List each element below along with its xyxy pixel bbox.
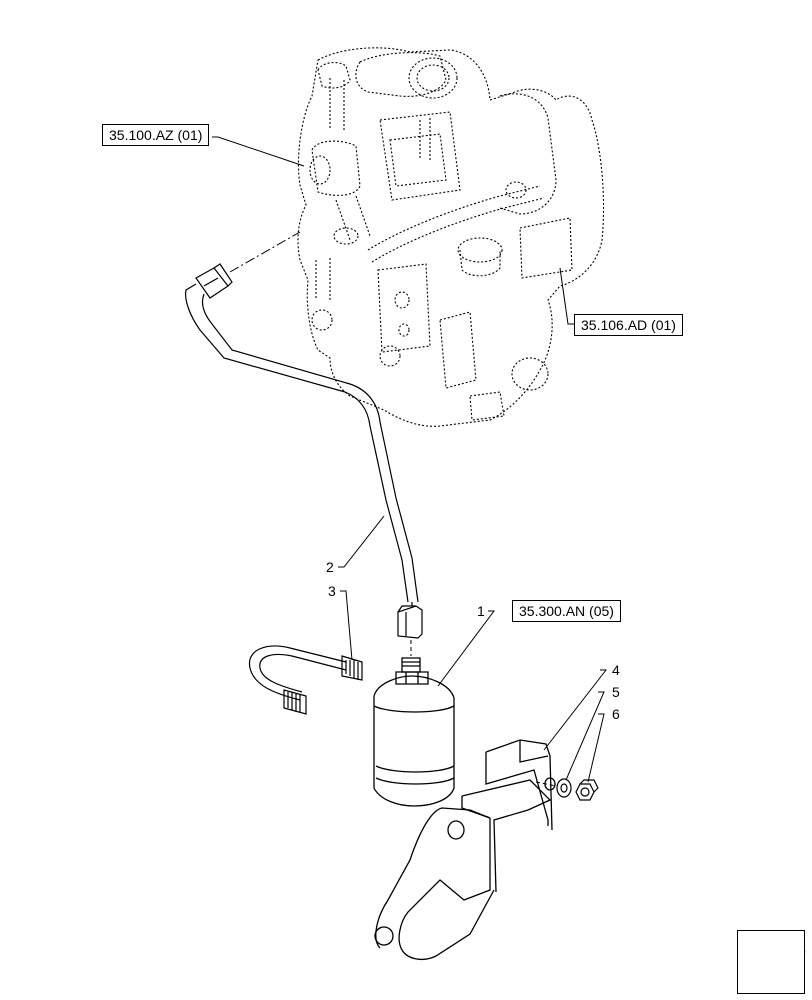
- callout-2: 2: [326, 559, 334, 575]
- connection-dashdot-line: [229, 231, 301, 273]
- u-bolt: [248, 645, 363, 715]
- callout-6: 6: [612, 706, 620, 722]
- reference-box-35-100-az[interactable]: 35.100.AZ (01): [102, 124, 210, 146]
- reference-box-35-300-an[interactable]: 35.300.AN (05): [512, 600, 621, 622]
- fastener-dash-line: [535, 781, 557, 787]
- washer: [556, 778, 572, 798]
- next-page-button[interactable]: [737, 930, 805, 994]
- callout-1: 1: [477, 603, 485, 619]
- callout-3: 3: [328, 583, 336, 599]
- hex-nut: [575, 779, 599, 801]
- leader-lines: [212, 136, 608, 783]
- fuel-pipe: [185, 263, 419, 603]
- fuel-filter: [373, 657, 455, 807]
- reference-box-35-106-ad[interactable]: 35.106.AD (01): [574, 314, 683, 336]
- engine-phantom-outline: [297, 47, 605, 427]
- mounting-bracket: [374, 739, 556, 961]
- pipe-end-nut: [397, 602, 423, 639]
- callout-5: 5: [612, 684, 620, 700]
- callout-4: 4: [612, 662, 620, 678]
